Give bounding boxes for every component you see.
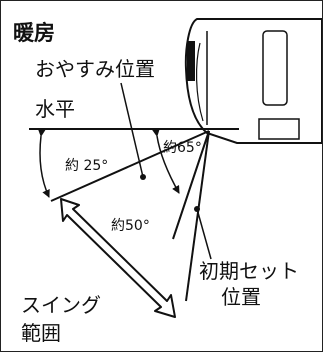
angle-50-label: 約50° xyxy=(111,218,150,234)
angle-65-label: 約65° xyxy=(163,140,202,156)
angle-arc-65 xyxy=(151,128,180,194)
initial-setting-leader xyxy=(196,208,212,260)
air-conditioner-unit xyxy=(184,18,322,144)
swing-range-label-line2: 範囲 xyxy=(21,321,61,345)
louver-direction-lines xyxy=(50,130,210,302)
swing-range-arrow xyxy=(60,198,176,318)
initial-setting-label-line2: 位置 xyxy=(221,285,261,309)
initial-setting-label-line1: 初期セット xyxy=(199,259,299,283)
angle-arc-25 xyxy=(37,128,50,198)
rest-position-label: おやすみ位置 xyxy=(35,57,155,81)
swing-range-label-line1: スイング xyxy=(21,293,101,317)
rest-position-leader xyxy=(120,82,144,178)
horizontal-label: 水平 xyxy=(35,97,75,121)
angle-25-label: 約 25° xyxy=(65,158,109,174)
mode-title: 暖房 xyxy=(13,21,55,45)
